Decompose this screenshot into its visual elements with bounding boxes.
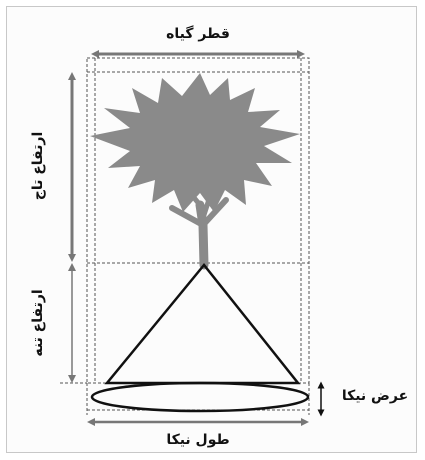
bearing-height-label: ارتفاع تنه	[30, 289, 46, 356]
tree-canopy	[90, 73, 300, 212]
nika-length-label: طول نیکا	[166, 432, 229, 448]
nika-width-label: عرض نیکا	[342, 388, 408, 404]
nika-ellipse	[92, 383, 308, 411]
cone-projection	[107, 265, 298, 383]
canopy-height-label: ارتفاع تاج	[30, 132, 46, 201]
plant-diameter-label: قطر گیاه	[166, 25, 230, 42]
